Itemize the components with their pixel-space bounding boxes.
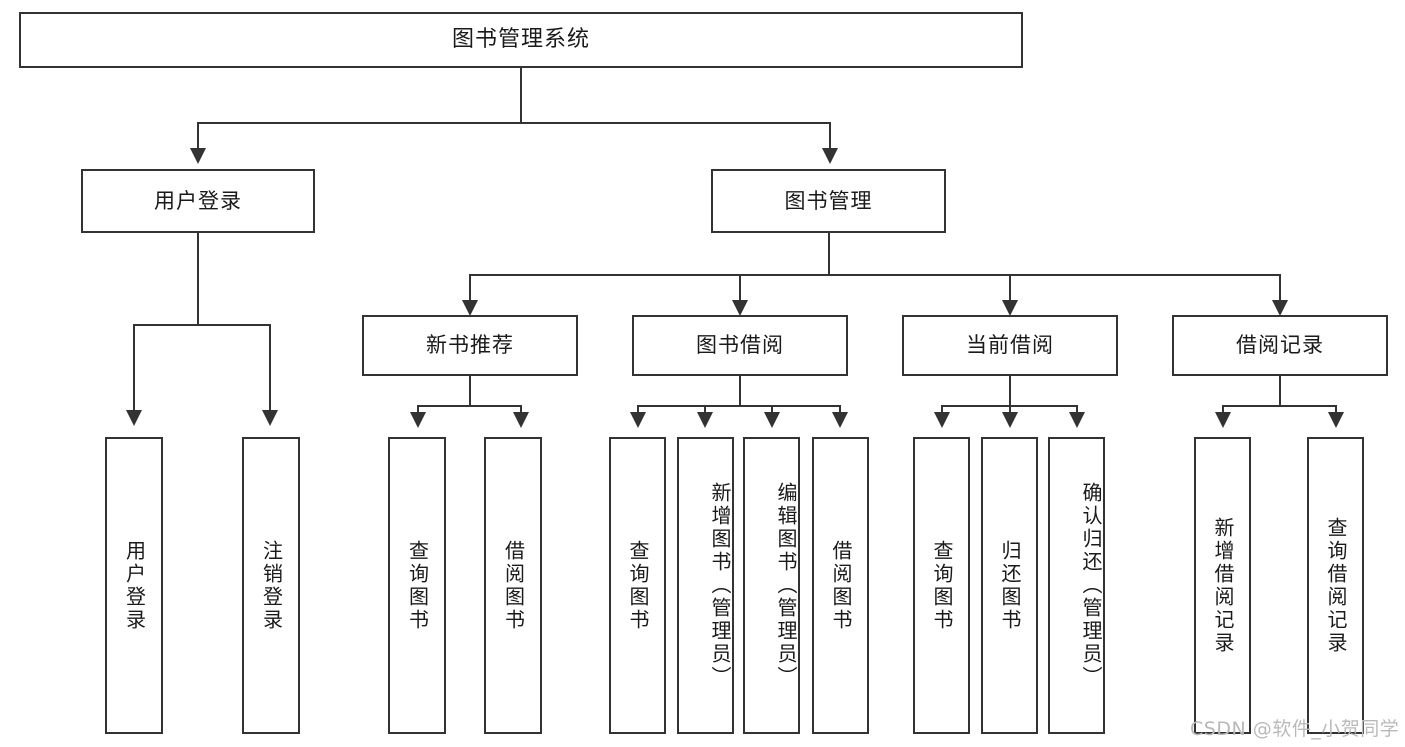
arrowhead-record-leaf-2 bbox=[1328, 412, 1344, 428]
connector-record-bus bbox=[1222, 405, 1337, 407]
connector-bookborrow-drop-4 bbox=[839, 405, 841, 414]
arrowhead-book-borrow bbox=[732, 300, 748, 316]
node-book-management[interactable]: 图书管理 bbox=[711, 169, 946, 233]
arrowhead-current-borrow bbox=[1002, 300, 1018, 316]
connector-book-manage-drop-1 bbox=[469, 274, 471, 302]
watermark-csdn: CSDN @软件_小贺同学 bbox=[1190, 718, 1400, 740]
node-label: 查询图书 bbox=[626, 539, 650, 632]
leaf-record-query-borrow-record[interactable]: 查询借阅记录 bbox=[1307, 437, 1364, 734]
connector-newbook-drop-1 bbox=[417, 405, 419, 414]
leaf-record-add-borrow-record[interactable]: 新增借阅记录 bbox=[1194, 437, 1251, 734]
leaf-bookborrow-borrow-book[interactable]: 借阅图书 bbox=[812, 437, 869, 734]
connector-bookborrow-drop-2 bbox=[704, 405, 706, 414]
leaf-current-return-book[interactable]: 归还图书 bbox=[981, 437, 1038, 734]
arrowhead-book-manage bbox=[822, 148, 838, 164]
node-book-borrow[interactable]: 图书借阅 bbox=[632, 315, 848, 376]
leaf-newbook-query-book[interactable]: 查询图书 bbox=[388, 437, 446, 734]
node-label: 借阅记录 bbox=[1236, 333, 1324, 358]
node-new-book-recommend[interactable]: 新书推荐 bbox=[362, 315, 578, 376]
arrowhead-current-leaf-3 bbox=[1069, 412, 1085, 428]
node-label: 归还图书 bbox=[998, 539, 1022, 632]
connector-root-drop-left bbox=[197, 122, 199, 150]
arrowhead-bookborrow-leaf-4 bbox=[832, 412, 848, 428]
connector-record-stem bbox=[1279, 376, 1281, 406]
node-label: 注销登录 bbox=[259, 539, 284, 632]
node-label: 借阅图书 bbox=[501, 539, 526, 632]
node-label: 编辑图书（管理员） bbox=[774, 482, 798, 689]
leaf-bookborrow-edit-book-admin[interactable]: 编辑图书（管理员） bbox=[743, 437, 800, 734]
connector-record-drop-2 bbox=[1335, 405, 1337, 414]
arrowhead-current-leaf-2 bbox=[1002, 412, 1018, 428]
connector-bookborrow-drop-1 bbox=[637, 405, 639, 414]
node-user-login[interactable]: 用户登录 bbox=[81, 169, 315, 233]
connector-bookborrow-bus bbox=[637, 405, 841, 407]
connector-root-bus bbox=[197, 122, 831, 124]
arrowhead-borrow-record bbox=[1272, 300, 1288, 316]
connector-book-manage-drop-2 bbox=[739, 274, 741, 302]
arrowhead-newbook-leaf-2 bbox=[513, 412, 529, 428]
connector-book-manage-drop-3 bbox=[1009, 274, 1011, 302]
node-label: 用户登录 bbox=[154, 188, 242, 213]
connector-book-manage-bus bbox=[469, 274, 1281, 276]
arrowhead-leaf-logout bbox=[262, 410, 278, 426]
arrowhead-user-login bbox=[190, 148, 206, 164]
node-label: 用户登录 bbox=[122, 539, 147, 632]
node-label: 图书借阅 bbox=[696, 333, 784, 358]
connector-current-stem bbox=[1009, 376, 1011, 406]
connector-current-drop-2 bbox=[1009, 405, 1011, 414]
arrowhead-bookborrow-leaf-1 bbox=[630, 412, 646, 428]
leaf-current-confirm-return-admin[interactable]: 确认归还（管理员） bbox=[1048, 437, 1105, 734]
connector-current-drop-3 bbox=[1076, 405, 1078, 414]
connector-record-drop-1 bbox=[1222, 405, 1224, 414]
connector-user-login-drop-1 bbox=[133, 324, 135, 412]
arrowhead-newbook-leaf-1 bbox=[410, 412, 426, 428]
node-label: 新增图书（管理员） bbox=[708, 482, 732, 689]
node-label: 当前借阅 bbox=[966, 333, 1054, 358]
node-label: 新书推荐 bbox=[426, 333, 514, 358]
leaf-newbook-borrow-book[interactable]: 借阅图书 bbox=[484, 437, 542, 734]
node-label: 图书管理 bbox=[784, 188, 873, 213]
node-label: 借阅图书 bbox=[829, 539, 853, 632]
node-label: 查询图书 bbox=[930, 539, 954, 632]
connector-newbook-stem bbox=[469, 376, 471, 406]
arrowhead-bookborrow-leaf-3 bbox=[764, 412, 780, 428]
leaf-user-login[interactable]: 用户登录 bbox=[105, 437, 163, 734]
connector-user-login-bus bbox=[133, 324, 270, 326]
connector-bookborrow-stem bbox=[739, 376, 741, 406]
arrowhead-current-leaf-1 bbox=[934, 412, 950, 428]
connector-root-stem bbox=[520, 68, 522, 123]
leaf-logout[interactable]: 注销登录 bbox=[242, 437, 300, 734]
node-label: 确认归还（管理员） bbox=[1079, 482, 1103, 689]
connector-newbook-bus bbox=[417, 405, 522, 407]
arrowhead-record-leaf-1 bbox=[1215, 412, 1231, 428]
leaf-bookborrow-query-book[interactable]: 查询图书 bbox=[609, 437, 666, 734]
leaf-bookborrow-add-book-admin[interactable]: 新增图书（管理员） bbox=[677, 437, 734, 734]
node-label: 查询借阅记录 bbox=[1324, 516, 1348, 655]
leaf-current-query-book[interactable]: 查询图书 bbox=[913, 437, 970, 734]
connector-bookborrow-drop-3 bbox=[771, 405, 773, 414]
connector-newbook-drop-2 bbox=[520, 405, 522, 414]
node-label: 查询图书 bbox=[405, 539, 430, 632]
node-borrow-record[interactable]: 借阅记录 bbox=[1172, 315, 1388, 376]
arrowhead-leaf-user-login bbox=[126, 410, 142, 426]
connector-user-login-stem bbox=[197, 233, 199, 325]
node-current-borrow[interactable]: 当前借阅 bbox=[902, 315, 1118, 376]
connector-current-drop-1 bbox=[941, 405, 943, 414]
connector-user-login-drop-2 bbox=[269, 324, 271, 412]
node-root-book-management-system[interactable]: 图书管理系统 bbox=[19, 12, 1023, 68]
arrowhead-bookborrow-leaf-2 bbox=[697, 412, 713, 428]
connector-book-manage-drop-4 bbox=[1279, 274, 1281, 302]
arrowhead-new-book-rec bbox=[462, 300, 478, 316]
connector-book-manage-stem bbox=[828, 233, 830, 275]
connector-root-drop-right bbox=[829, 122, 831, 150]
node-label: 新增借阅记录 bbox=[1211, 516, 1235, 655]
node-label: 图书管理系统 bbox=[451, 27, 590, 53]
